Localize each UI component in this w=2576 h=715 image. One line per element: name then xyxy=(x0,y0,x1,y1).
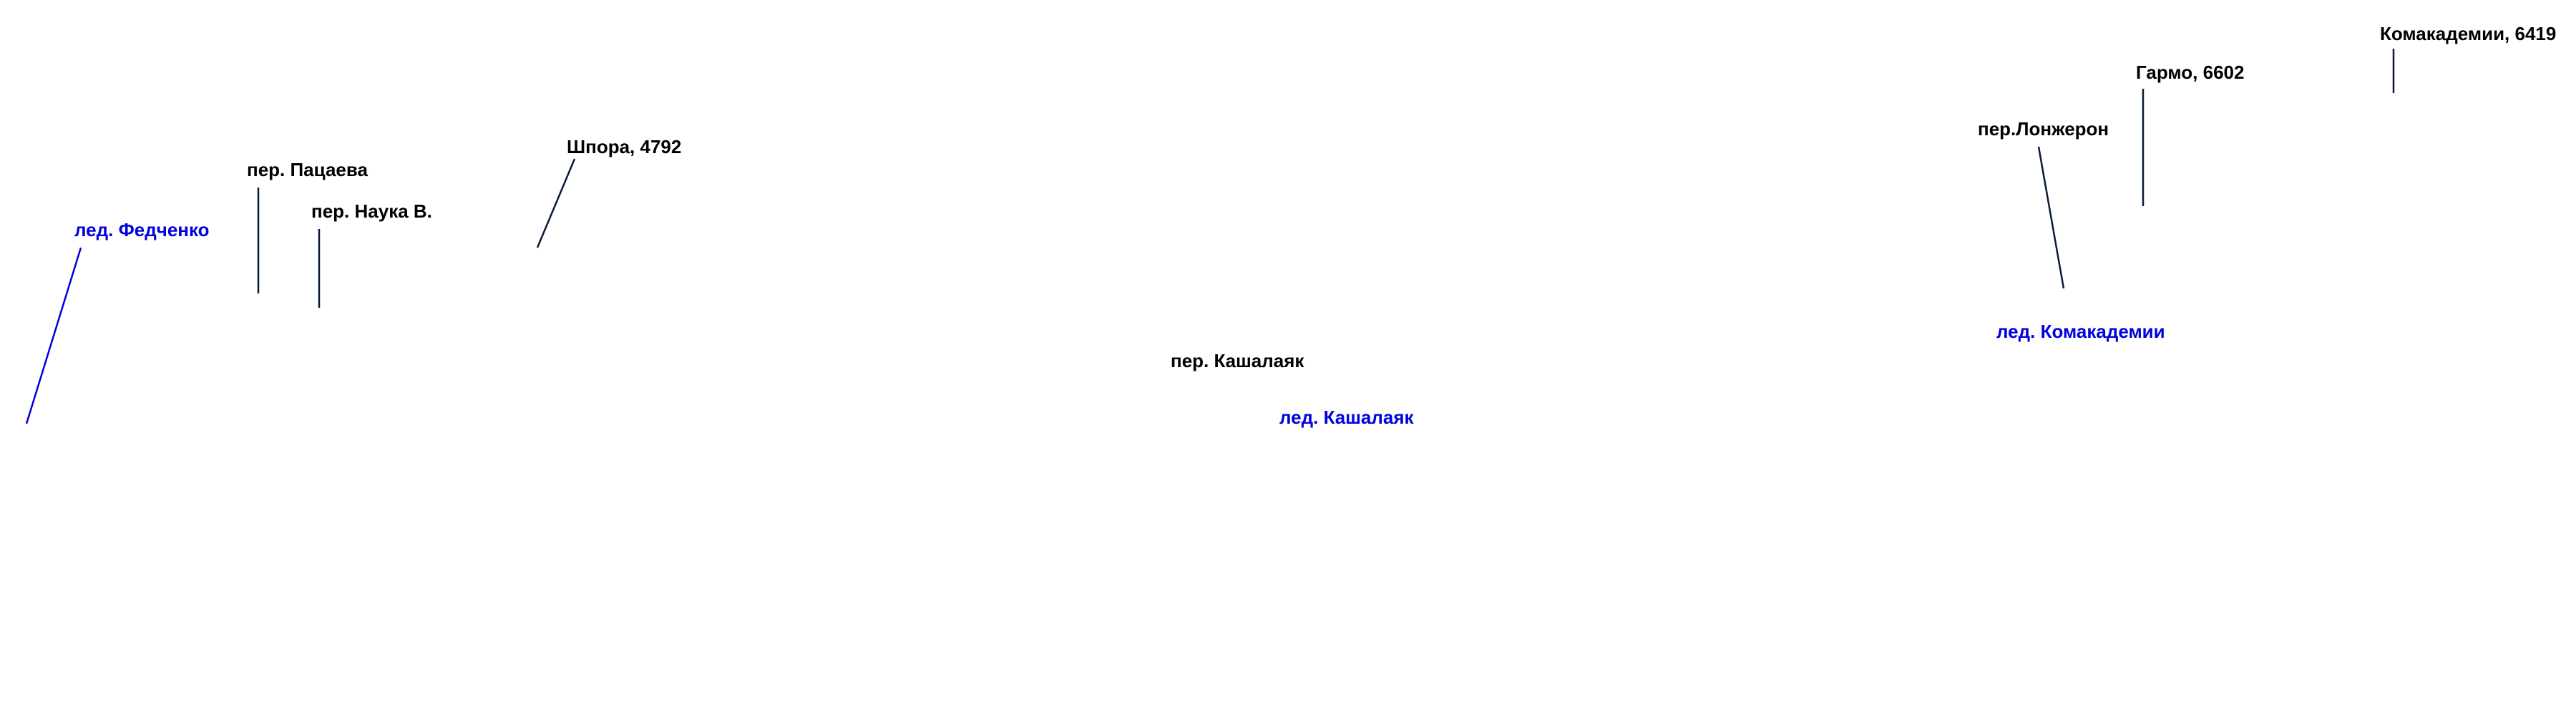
label-komakademii-glacier: лед. Комакадемии xyxy=(1996,321,2165,342)
label-fedchenko-glacier: лед. Федченко xyxy=(74,219,210,240)
leader-line-fedchenko xyxy=(25,247,82,424)
label-lonzheron-pass: пер.Лонжерон xyxy=(1978,118,2109,140)
label-garmo-peak: Гармо, 6602 xyxy=(2136,62,2245,83)
label-kommunism-peak: Комакадемии, 6419 xyxy=(2380,23,2557,44)
label-kashalayak-glacier: лед. Кашалаяк xyxy=(1279,407,1414,428)
leader-line-lonzheron xyxy=(2037,146,2065,289)
label-patsaeva-pass: пер. Пацаева xyxy=(247,159,368,180)
leader-line-shpora xyxy=(536,158,576,248)
label-shpora-peak: Шпора, 4792 xyxy=(567,136,682,157)
label-nauka-pass: пер. Наука В. xyxy=(311,200,432,222)
label-kashalayak-pass: пер. Кашалаяк xyxy=(1171,350,1304,371)
